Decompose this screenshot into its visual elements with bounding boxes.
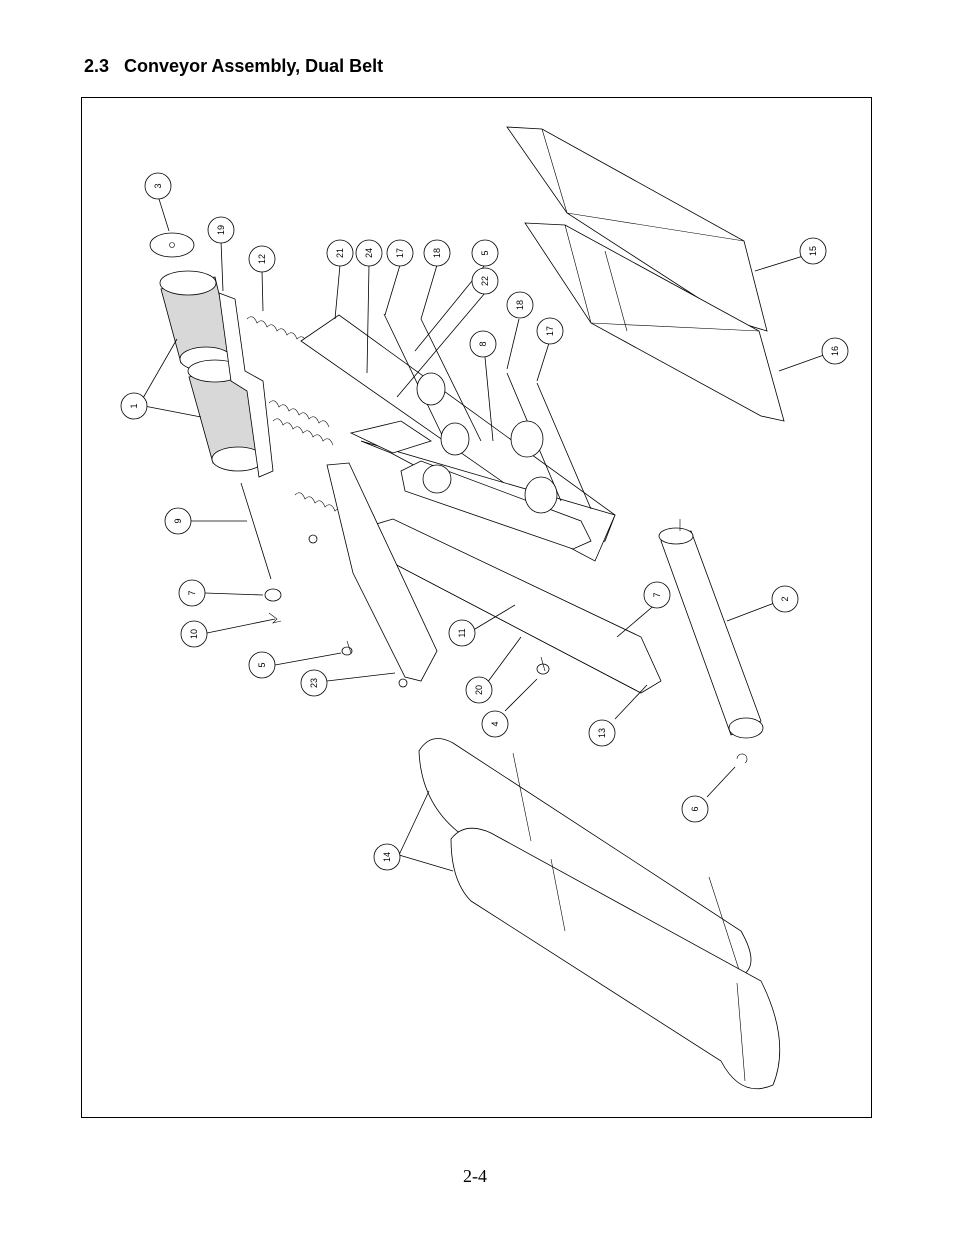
svg-text:2: 2 (780, 596, 790, 601)
screw-4 (536, 656, 550, 675)
callout-5b: 5 (471, 239, 499, 267)
callout-21: 21 (326, 239, 354, 267)
callout-5a: 5 (248, 651, 276, 679)
section-title: Conveyor Assembly, Dual Belt (124, 56, 384, 76)
leader-lines (138, 198, 836, 872)
svg-text:1: 1 (129, 403, 139, 408)
callout-17b: 17 (536, 317, 564, 345)
svg-text:20: 20 (474, 685, 484, 695)
svg-text:16: 16 (830, 346, 840, 356)
callout-14: 14 (373, 843, 401, 871)
svg-text:12: 12 (257, 254, 267, 264)
e-clip-6 (736, 753, 748, 764)
callout-8: 8 (469, 330, 497, 358)
callout-3: 3 (144, 172, 172, 200)
callout-10: 10 (180, 620, 208, 648)
conveyor-exploded-drawing: 1 2 3 4 5 5 6 7 7 8 9 10 11 12 13 14 15 … (120, 126, 849, 1090)
svg-text:13: 13 (597, 728, 607, 738)
screw-23 (398, 678, 408, 688)
callout-22: 22 (471, 267, 499, 295)
svg-text:17: 17 (395, 248, 405, 258)
shaft-17-lower (536, 382, 592, 510)
exploded-view-figure: 1 2 3 4 5 5 6 7 7 8 9 10 11 12 13 14 15 … (81, 97, 872, 1118)
svg-text:14: 14 (382, 852, 392, 862)
svg-text:6: 6 (690, 806, 700, 811)
callout-18b: 18 (506, 291, 534, 319)
idler-roller-2 (658, 519, 764, 739)
svg-text:19: 19 (216, 225, 226, 235)
svg-text:7: 7 (652, 592, 662, 597)
svg-text:5: 5 (257, 662, 267, 667)
callout-1: 1 (120, 392, 148, 420)
callout-13: 13 (588, 719, 616, 747)
callout-20: 20 (465, 676, 493, 704)
svg-text:15: 15 (808, 246, 818, 256)
belt-guard-plate-15 (506, 126, 768, 332)
washer-7-left (264, 588, 282, 602)
svg-text:10: 10 (189, 629, 199, 639)
conveyor-frame (300, 314, 662, 694)
callout-4: 4 (481, 710, 509, 738)
svg-text:17: 17 (545, 326, 555, 336)
svg-text:7: 7 (187, 590, 197, 595)
callout-15: 15 (799, 237, 827, 265)
svg-text:9: 9 (173, 518, 183, 523)
drive-roller-upper (159, 270, 234, 372)
bracket-19 (218, 292, 274, 478)
callout-12: 12 (248, 245, 276, 273)
callout-24: 24 (355, 239, 383, 267)
end-cap-3 (149, 232, 195, 258)
shaft-18 (420, 318, 482, 442)
clip-10 (268, 612, 282, 624)
svg-text:4: 4 (490, 721, 500, 726)
page-number: 2-4 (463, 1166, 487, 1186)
callout-6: 6 (681, 795, 709, 823)
screw-upper (308, 534, 318, 544)
section-number: 2.3 (84, 56, 110, 76)
callout-7a: 7 (178, 579, 206, 607)
svg-text:18: 18 (432, 248, 442, 258)
shaft-17 (383, 313, 444, 438)
svg-text:5: 5 (480, 250, 490, 255)
screw-5 (341, 640, 353, 656)
callout-23: 23 (300, 669, 328, 697)
callout-16: 16 (821, 337, 849, 365)
shaft-9 (240, 482, 272, 580)
svg-text:24: 24 (364, 248, 374, 258)
section-heading: 2.3 Conveyor Assembly, Dual Belt (84, 56, 383, 77)
callout-17a: 17 (386, 239, 414, 267)
belt-guard-plate-16 (524, 222, 785, 422)
svg-text:11: 11 (457, 628, 467, 637)
callout-11: 11 (448, 619, 476, 647)
svg-text:3: 3 (153, 183, 163, 188)
svg-text:23: 23 (309, 678, 319, 688)
idler-rollers (416, 372, 558, 514)
svg-text:22: 22 (480, 276, 490, 286)
callout-18a: 18 (423, 239, 451, 267)
callout-7b: 7 (643, 581, 671, 609)
callout-9: 9 (164, 507, 192, 535)
spring-12-middle (268, 400, 334, 446)
callout-19: 19 (207, 216, 235, 244)
conveyor-belt-14-lower (450, 827, 781, 1090)
svg-text:8: 8 (478, 341, 488, 346)
svg-text:18: 18 (515, 300, 525, 310)
callout-2: 2 (771, 585, 799, 613)
svg-text:21: 21 (335, 248, 345, 258)
